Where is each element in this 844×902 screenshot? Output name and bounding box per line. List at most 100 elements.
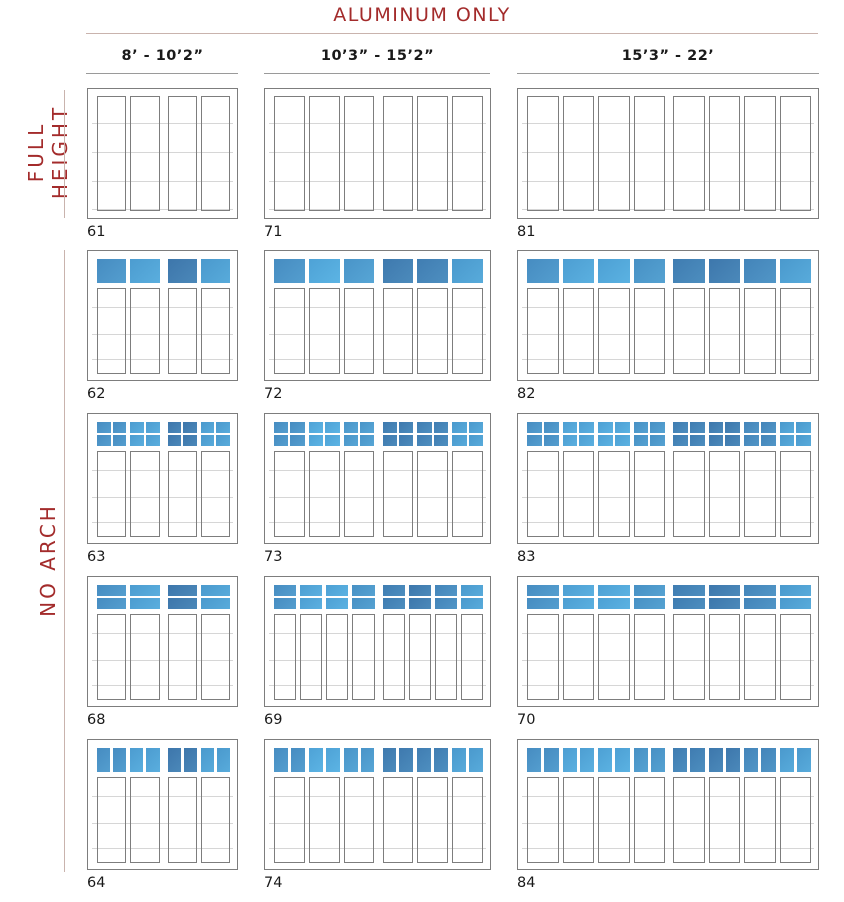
door-panel	[598, 777, 630, 863]
rail-line	[269, 123, 486, 124]
window-pane	[543, 422, 559, 433]
door-panel	[452, 288, 483, 374]
door-panel	[382, 288, 414, 374]
window-pane	[326, 598, 349, 609]
window-pane	[167, 585, 197, 596]
door-panel	[708, 288, 740, 374]
garage-door	[264, 576, 491, 707]
window-pane	[274, 748, 288, 772]
door-panel	[200, 777, 230, 863]
window-pane	[725, 748, 740, 772]
window-pane	[708, 435, 724, 446]
divider-no-arch	[64, 250, 65, 872]
door-panel	[779, 777, 811, 863]
window-pane	[562, 598, 594, 609]
window-pane	[598, 585, 630, 596]
window-pane	[673, 598, 705, 609]
rail-line	[522, 470, 814, 471]
window-pane	[434, 748, 449, 772]
window-pane	[796, 422, 811, 433]
window-pane	[468, 435, 483, 446]
rail-line	[92, 633, 233, 634]
door-panel	[633, 96, 665, 211]
window-pane	[360, 435, 375, 446]
window-pane	[579, 422, 594, 433]
window-pane	[360, 422, 375, 433]
model-code: 82	[517, 386, 536, 402]
window-pane	[382, 748, 397, 772]
rail-line	[269, 522, 486, 523]
garage-door	[517, 88, 819, 219]
window-pane	[113, 748, 127, 772]
door-panel	[527, 288, 559, 374]
rail-line	[269, 848, 486, 849]
window-pane	[399, 748, 414, 772]
rail-line	[92, 334, 233, 335]
window-pane	[598, 748, 613, 772]
door-panel	[673, 96, 705, 211]
window-pane	[673, 422, 688, 433]
window-pane	[360, 748, 375, 772]
rail-line	[269, 497, 486, 498]
rail-line	[269, 152, 486, 153]
model-code: 64	[87, 875, 106, 891]
window-pane	[452, 422, 467, 433]
door-panel	[598, 451, 630, 537]
window-pane	[562, 422, 578, 433]
window-pane	[200, 748, 214, 772]
rail-line	[92, 497, 233, 498]
rail-line	[522, 823, 814, 824]
window-pane	[779, 598, 811, 609]
door-panel	[673, 451, 705, 537]
door-panel	[744, 451, 776, 537]
door-panel	[562, 777, 594, 863]
window-pane	[325, 422, 340, 433]
rail-line	[92, 796, 233, 797]
window-pane	[200, 422, 215, 433]
window-pane	[460, 598, 483, 609]
door-panel	[744, 777, 776, 863]
window-pane	[650, 422, 665, 433]
rail-line	[522, 209, 814, 210]
window-pane	[744, 435, 759, 446]
window-pane	[130, 585, 160, 596]
window-pane	[744, 748, 759, 772]
window-pane	[343, 422, 359, 433]
door-panel	[598, 288, 630, 374]
rail-line	[92, 123, 233, 124]
door-panel	[417, 288, 449, 374]
window-pane	[725, 422, 740, 433]
window-pane	[97, 598, 127, 609]
column-rule	[517, 73, 819, 74]
door-panel	[308, 96, 340, 211]
rail-line	[269, 181, 486, 182]
window-pane	[527, 435, 542, 446]
window-pane	[562, 748, 577, 772]
door-panel	[527, 96, 559, 211]
window-pane	[145, 435, 160, 446]
door-panel	[708, 614, 740, 700]
door-panel	[562, 614, 594, 700]
window-pane	[146, 748, 160, 772]
window-pane	[562, 259, 594, 283]
window-pane	[326, 585, 349, 596]
window-pane	[633, 585, 665, 596]
window-pane	[398, 422, 414, 433]
model-code: 72	[264, 386, 283, 402]
window-pane	[452, 748, 467, 772]
door-panel	[633, 451, 665, 537]
window-pane	[744, 585, 776, 596]
column-header: 8’ - 10’2”	[121, 48, 204, 64]
model-code: 61	[87, 224, 106, 240]
door-panel	[779, 451, 811, 537]
door-panel	[167, 288, 197, 374]
window-pane	[290, 748, 305, 772]
rail-line	[92, 522, 233, 523]
window-pane	[761, 748, 776, 772]
window-pane	[130, 748, 144, 772]
rail-line	[269, 209, 486, 210]
window-pane	[779, 259, 811, 283]
window-pane	[274, 259, 305, 283]
model-code: 63	[87, 549, 106, 565]
window-pane	[216, 435, 230, 446]
